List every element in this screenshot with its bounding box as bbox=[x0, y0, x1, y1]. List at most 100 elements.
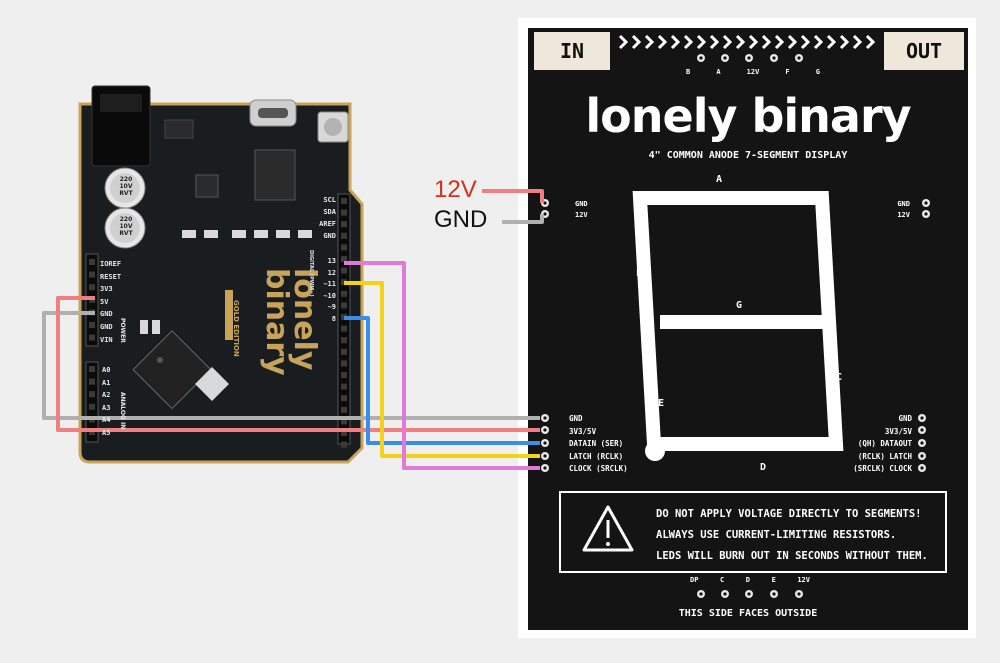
bottom-pin-e: E bbox=[771, 576, 776, 584]
display-subtitle: 4" COMMON ANODE 7-SEGMENT DISPLAY bbox=[648, 150, 848, 161]
in-pin-datain: DATAIN (SER) bbox=[569, 439, 624, 449]
chevron-icon bbox=[852, 34, 863, 50]
pin-d12: 12 bbox=[327, 268, 336, 277]
capacitor-2 bbox=[104, 207, 146, 249]
warning-line-1: DO NOT APPLY VOLTAGE DIRECTLY TO SEGMENT… bbox=[656, 508, 922, 520]
pin-aref: AREF bbox=[319, 220, 336, 228]
pin-d9: ~9 bbox=[327, 303, 336, 312]
in-tab bbox=[534, 32, 610, 70]
arduino-edition: GOLD EDITION bbox=[232, 300, 240, 357]
segment-e-label: E bbox=[658, 398, 665, 409]
top-pin-labels: SCL SDA AREF GND bbox=[314, 194, 336, 242]
left-power-labels: GND 12V bbox=[575, 199, 588, 221]
digital-section-label: DIGITAL (PWM~) bbox=[308, 250, 314, 297]
pin-a5: A5 bbox=[102, 428, 111, 437]
left-signal-labels: GND 3V3/5V DATAIN (SER) LATCH (RCLK) CLO… bbox=[569, 413, 628, 476]
wire-data bbox=[344, 316, 540, 445]
capacitor-1 bbox=[104, 167, 146, 209]
right-power-labels: GND 12V bbox=[880, 199, 910, 221]
chevron-icon bbox=[722, 34, 733, 50]
analog-section-label: ANALOG IN bbox=[119, 392, 126, 430]
wire-5v bbox=[56, 296, 540, 432]
warning-icon bbox=[582, 505, 634, 552]
out-label: OUT bbox=[905, 39, 943, 63]
warning-text: DO NOT APPLY VOLTAGE DIRECTLY TO SEGMENT… bbox=[656, 504, 928, 567]
bottom-pin-c: C bbox=[720, 576, 725, 584]
chevron-icon bbox=[657, 34, 668, 50]
out-pin-gnd: GND bbox=[898, 414, 912, 423]
pin-d11: ~11 bbox=[323, 280, 336, 289]
pin-d8: 8 bbox=[331, 314, 336, 323]
pin-vin: VIN bbox=[100, 335, 113, 344]
external-gnd-label: GND bbox=[434, 206, 488, 233]
chevron-icon bbox=[800, 34, 811, 50]
pin-5v: 5V bbox=[100, 297, 109, 306]
chevron-icon bbox=[670, 34, 681, 50]
pin-a2: A2 bbox=[102, 391, 111, 400]
in-pin-vcc: 3V3/5V bbox=[569, 426, 597, 436]
chevron-icon bbox=[748, 34, 759, 50]
pin-gnd-1: GND bbox=[100, 310, 113, 319]
wires bbox=[42, 189, 544, 470]
segment-d-label: D bbox=[760, 462, 767, 473]
top-pin-f: F bbox=[785, 68, 790, 76]
chevron-icon bbox=[839, 34, 850, 50]
top-pin-g: G bbox=[815, 68, 820, 76]
in-pin-gnd: GND bbox=[569, 414, 583, 423]
analog-pin-labels: A0 A1 A2 A3 A4 A5 bbox=[102, 364, 110, 440]
left-power-gnd: GND bbox=[575, 200, 588, 208]
segment-b-label: B bbox=[820, 260, 827, 271]
pin-a4: A4 bbox=[102, 416, 111, 425]
pin-sda: SDA bbox=[323, 208, 336, 216]
chevron-icon bbox=[813, 34, 824, 50]
segment-a-label: A bbox=[716, 174, 723, 185]
segment-outline bbox=[632, 191, 844, 451]
bottom-pin-d: D bbox=[745, 576, 750, 584]
chevron-icon bbox=[644, 34, 655, 50]
warning-line-2: ALWAYS USE CURRENT-LIMITING RESISTORS. bbox=[656, 529, 897, 541]
segment-f-label: F bbox=[636, 268, 643, 279]
segment-g-label: G bbox=[736, 300, 743, 311]
in-pin-latch: LATCH (RCLK) bbox=[569, 451, 624, 461]
chevron-icon bbox=[696, 34, 707, 50]
out-pin-dataout: (QH) DATAOUT bbox=[857, 439, 912, 449]
digital-pin-labels: 13 12 ~11 ~10 ~9 8 bbox=[316, 256, 336, 326]
pin-scl: SCL bbox=[323, 196, 336, 204]
pin-a0: A0 bbox=[102, 366, 111, 374]
right-power-gnd: GND bbox=[897, 200, 910, 208]
pin-ioref: IOREF bbox=[100, 260, 122, 268]
pin-3v3: 3V3 bbox=[100, 285, 113, 294]
bottom-pin-labels: DP C D E 12V bbox=[690, 576, 810, 584]
bottom-side-label: THIS SIDE FACES OUTSIDE bbox=[678, 608, 818, 619]
right-power-12v: 12V bbox=[897, 211, 910, 219]
wire-gnd bbox=[42, 311, 540, 420]
microcontroller-chip bbox=[132, 330, 212, 410]
top-pin-b: B bbox=[686, 68, 691, 76]
wire-ext-gnd bbox=[502, 214, 544, 224]
usb-chip bbox=[254, 149, 296, 201]
warning-box bbox=[559, 491, 947, 573]
out-tab bbox=[884, 32, 964, 70]
top-pin-labels-display: B A 12V F G bbox=[686, 68, 820, 76]
seven-segment-digit bbox=[632, 191, 844, 451]
segment-dp-label: DP bbox=[646, 428, 659, 439]
out-pin-latch: (RCLK) LATCH bbox=[857, 451, 912, 461]
warning-line-3: LEDS WILL BURN OUT IN SECONDS WITHOUT TH… bbox=[656, 550, 928, 562]
pin-reset: RESET bbox=[100, 272, 122, 281]
wire-latch bbox=[344, 281, 540, 458]
chevron-icon bbox=[761, 34, 772, 50]
regulator-chip bbox=[164, 119, 194, 139]
chevron-icon bbox=[735, 34, 746, 50]
right-signal-labels: GND 3V3/5V (QH) DATAOUT (RCLK) LATCH (SR… bbox=[840, 413, 912, 476]
display-board bbox=[518, 18, 976, 638]
out-pin-clock: (SRCLK) CLOCK bbox=[853, 464, 912, 474]
chevron-icon bbox=[631, 34, 642, 50]
pin-gnd-2: GND bbox=[100, 322, 113, 331]
power-pin-labels: IOREF RESET 3V3 5V GND GND VIN bbox=[100, 258, 121, 346]
top-pin-a: A bbox=[716, 68, 721, 76]
pin-gnd-top: GND bbox=[323, 232, 336, 240]
segment-c-label: C bbox=[836, 372, 843, 383]
